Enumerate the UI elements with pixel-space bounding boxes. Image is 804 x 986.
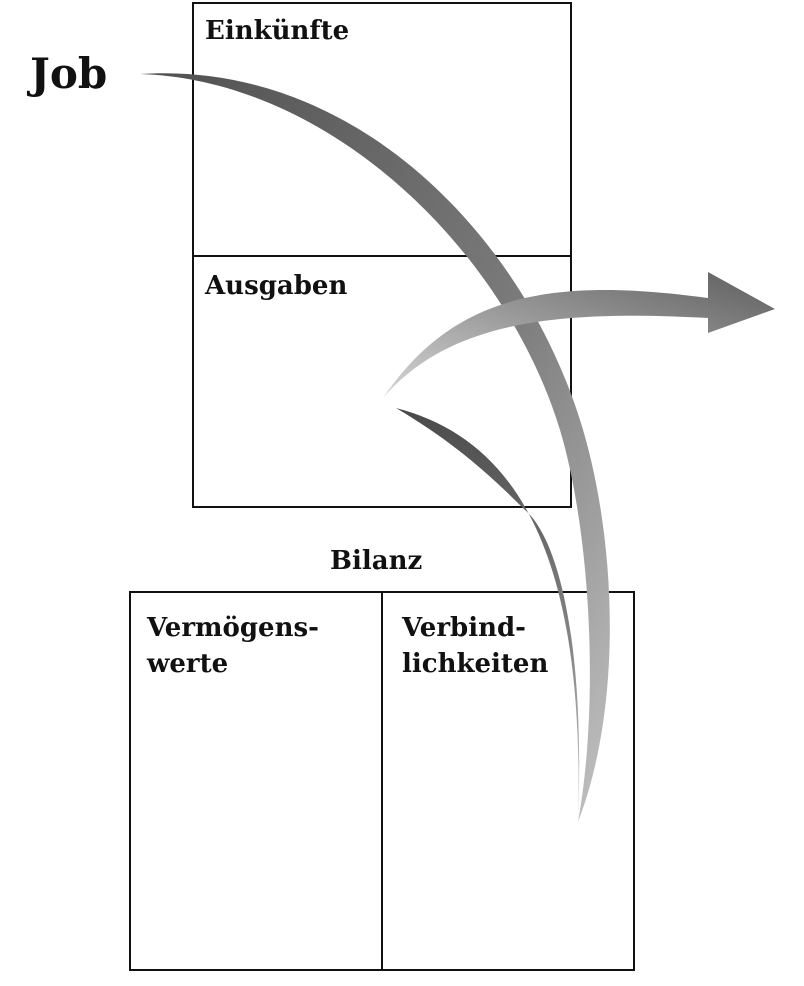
liabilities-label: Verbind- lichkeiten	[402, 610, 548, 682]
job-income-arrow	[140, 73, 610, 822]
assets-label-line2: werte	[147, 649, 229, 679]
assets-label: Vermögens- werte	[147, 610, 319, 682]
balance-sheet-title: Bilanz	[330, 546, 423, 576]
assets-label-line1: Vermögens-	[147, 613, 319, 643]
expenses-outflow-arrow	[383, 272, 775, 398]
expenses-label: Ausgaben	[205, 271, 348, 301]
job-label: Job	[30, 49, 108, 98]
income-label: Einkünfte	[205, 16, 350, 46]
liabilities-label-line2: lichkeiten	[402, 649, 549, 679]
liabilities-label-line1: Verbind-	[402, 613, 526, 643]
